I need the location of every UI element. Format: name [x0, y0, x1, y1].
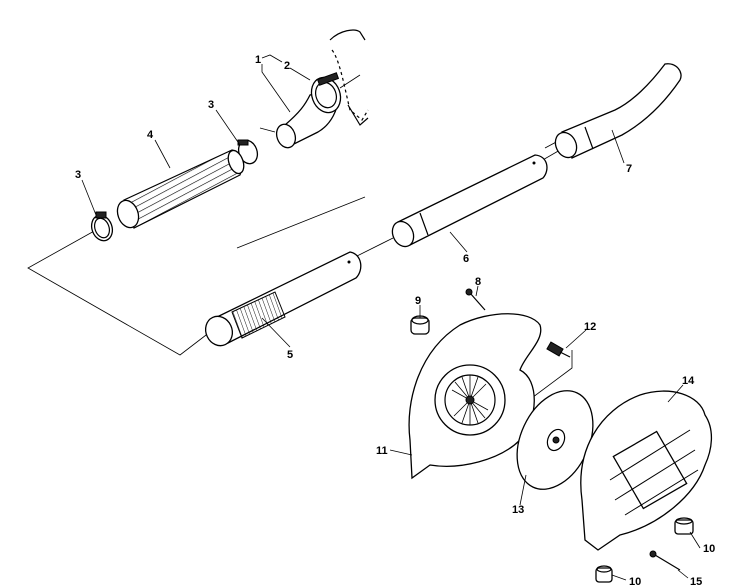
cap-right [674, 517, 694, 535]
screw [465, 288, 486, 311]
label-part-1: 1 [255, 54, 261, 66]
engine-outlet [329, 29, 369, 126]
label-part-7: 7 [626, 163, 632, 175]
label-part-10-right: 10 [703, 543, 715, 555]
bolt [546, 341, 571, 358]
label-part-2: 2 [284, 60, 290, 72]
elbow-part [275, 72, 342, 149]
label-part-6: 6 [463, 253, 469, 265]
middle-tube [391, 154, 548, 248]
nozzle-tube [554, 63, 682, 159]
label-part-15: 15 [690, 576, 702, 587]
label-part-13: 13 [512, 504, 524, 516]
cap-bottom [595, 565, 613, 583]
clamp-upper [237, 139, 259, 165]
housing-cover [580, 390, 713, 551]
leader-lines [81, 54, 701, 581]
part-labels: 1 2 3 3 4 5 6 7 8 9 10 10 11 12 13 14 15 [75, 54, 715, 587]
label-part-3-upper: 3 [208, 99, 214, 111]
label-part-14: 14 [682, 375, 695, 387]
label-part-11: 11 [376, 445, 388, 457]
flex-hose [116, 149, 245, 229]
label-part-12: 12 [584, 321, 596, 333]
clamp-lower [90, 211, 114, 242]
label-part-3-lower: 3 [75, 169, 81, 181]
label-part-8: 8 [475, 276, 481, 288]
grommet [410, 315, 430, 335]
blower-housing [408, 313, 542, 480]
lower-tube [204, 251, 362, 347]
impeller [516, 390, 594, 490]
label-part-9: 9 [415, 295, 421, 307]
label-part-4: 4 [147, 129, 154, 141]
screw-long [649, 550, 681, 571]
label-part-10-bottom: 10 [629, 576, 641, 587]
label-part-5: 5 [287, 349, 293, 361]
